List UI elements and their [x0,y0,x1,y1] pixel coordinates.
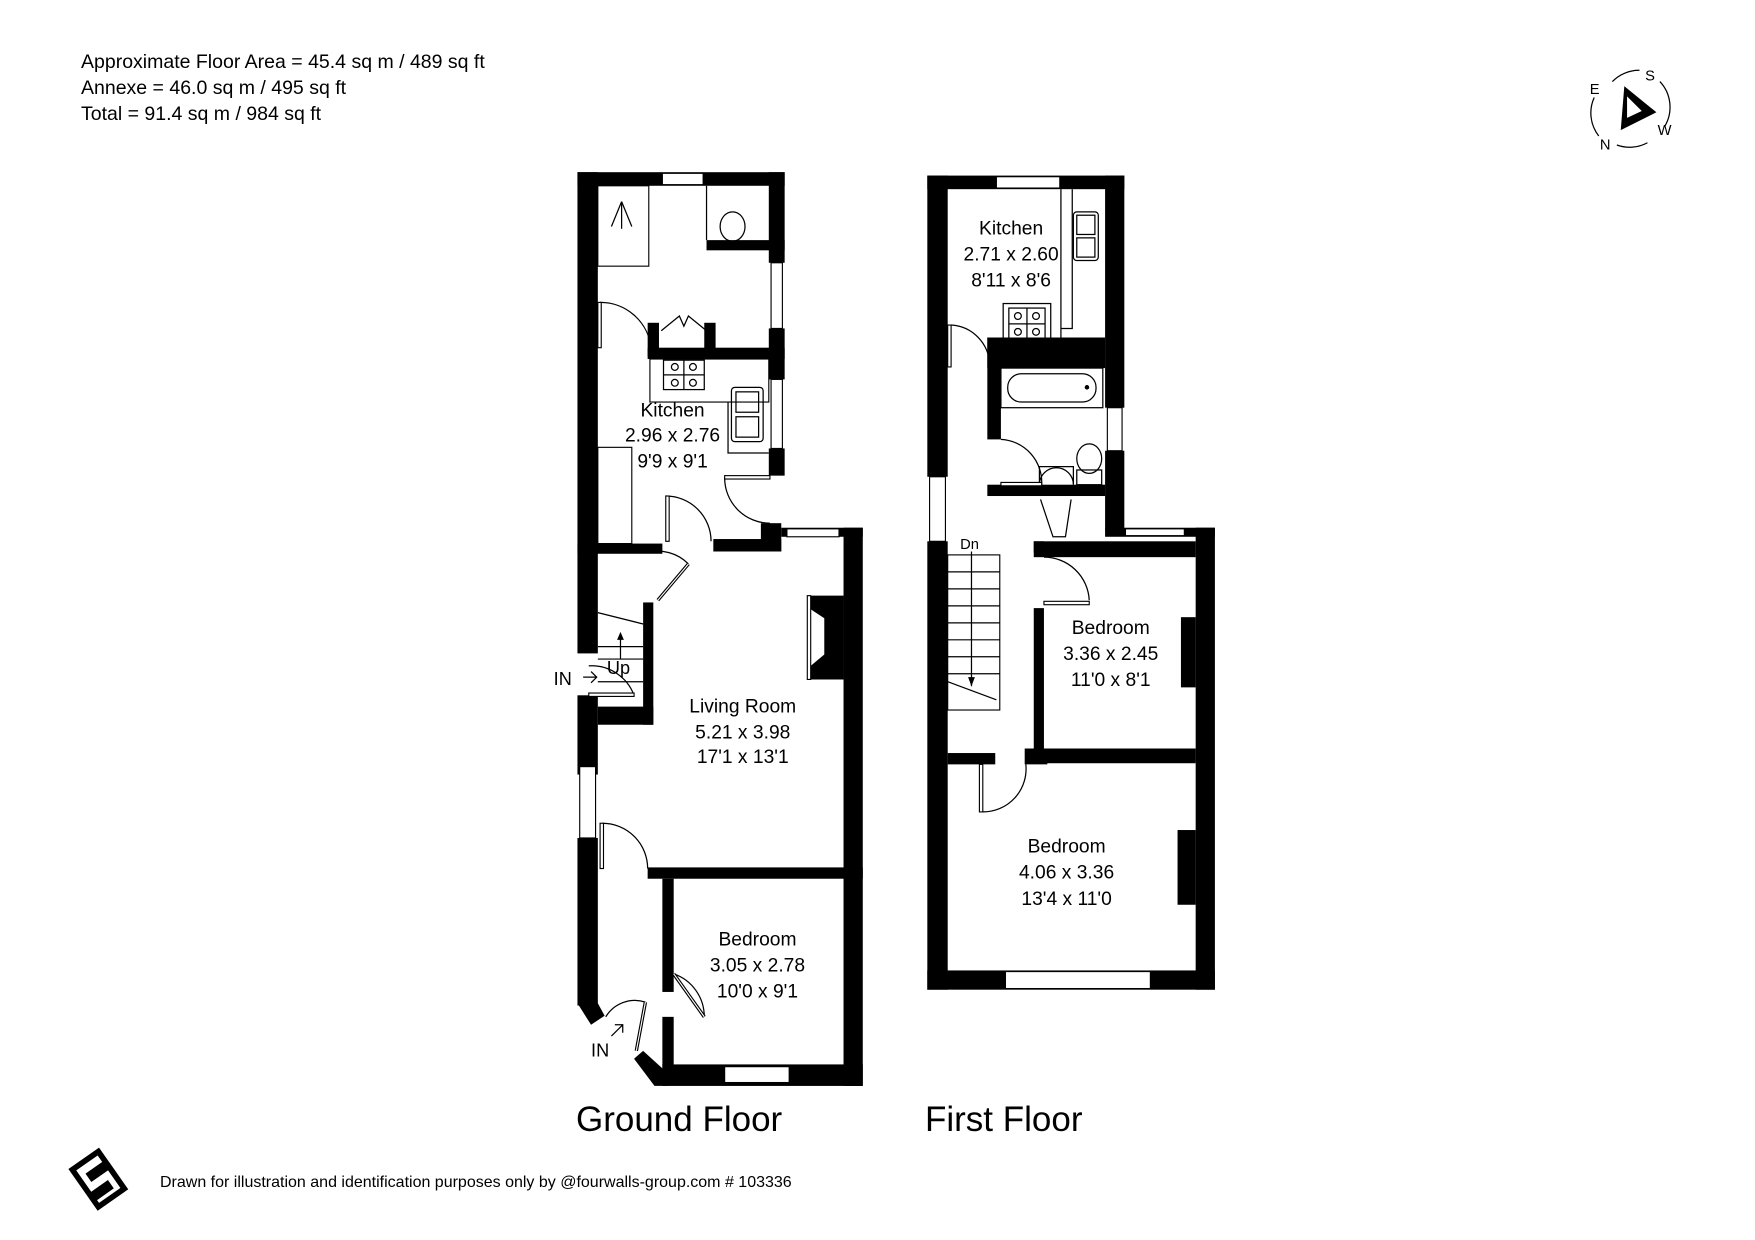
ff-bedroom2-metric: 4.06 x 3.36 [1019,863,1114,884]
gf-stairs-up-label: Up [607,658,630,678]
compass-w-label: W [1658,123,1672,139]
gf-kitchen-name: Kitchen [640,401,704,422]
fourwalls-logo-icon [68,1147,129,1211]
compass-e-label: E [1590,82,1600,98]
ff-bedroom2-imperial: 13'4 x 11'0 [1021,889,1111,910]
gf-entrance-label-side: IN [554,669,572,689]
first-floor-title: First Floor [925,1100,1083,1139]
gf-bedroom-name: Bedroom [718,930,796,951]
compass-s-label: S [1645,68,1655,84]
gf-entrance-label-front: IN [591,1040,609,1060]
ff-bedroom1-imperial: 11'0 x 8'1 [1071,670,1151,691]
gf-living-metric: 5.21 x 3.98 [695,722,790,743]
gf-kitchen-imperial: 9'9 x 9'1 [637,452,707,473]
gf-bedroom-metric: 3.05 x 2.78 [710,956,805,977]
ground-floor-plan: Kitchen 2.96 x 2.76 9'9 x 9'1 Living Roo… [554,172,863,1086]
gf-bedroom-imperial: 10'0 x 9'1 [717,982,798,1003]
gf-living-imperial: 17'1 x 13'1 [697,747,789,768]
ff-bedroom1-name: Bedroom [1072,618,1150,639]
floor-area-line: Approximate Floor Area = 45.4 sq m / 489… [81,51,485,73]
ground-floor-title: Ground Floor [576,1100,783,1139]
compass-n-label: N [1600,138,1611,154]
first-floor-plan: Kitchen 2.71 x 2.60 8'11 x 8'6 Bedroom 3… [927,175,1215,990]
ff-bedroom2-name: Bedroom [1028,837,1106,858]
compass-rose-icon: S E W N [1590,68,1672,153]
total-area-line: Total = 91.4 sq m / 984 sq ft [81,103,322,125]
ff-kitchen-metric: 2.71 x 2.60 [964,245,1059,266]
ff-stairs-down-label: Dn [960,537,979,553]
ff-kitchen-name: Kitchen [979,218,1043,239]
ff-bedroom1-metric: 3.36 x 2.45 [1063,644,1158,665]
gf-kitchen-metric: 2.96 x 2.76 [625,426,720,447]
annexe-area-line: Annexe = 46.0 sq m / 495 sq ft [81,77,347,99]
ff-kitchen-imperial: 8'11 x 8'6 [971,271,1051,292]
gf-living-name: Living Room [689,696,796,717]
floor-area-summary: Approximate Floor Area = 45.4 sq m / 489… [81,49,485,127]
footer-disclaimer: Drawn for illustration and identificatio… [160,1174,792,1191]
